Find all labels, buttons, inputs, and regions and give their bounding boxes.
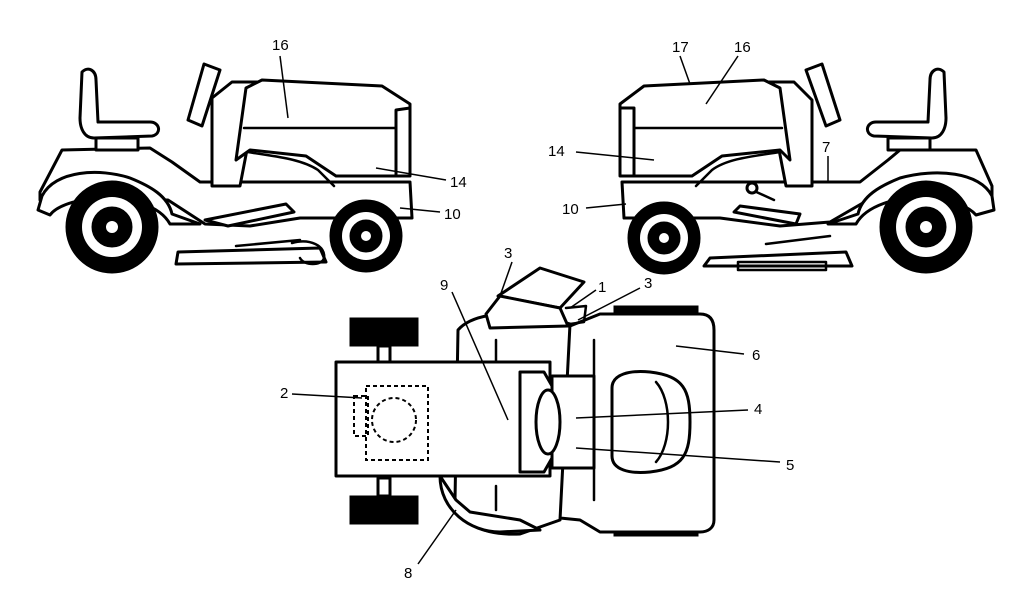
front-tires — [349, 317, 419, 525]
callout-9: 9 — [440, 277, 448, 294]
callout-1: 1 — [598, 279, 606, 296]
seat — [78, 67, 160, 152]
callout-3-chute: 3 — [504, 245, 512, 262]
callout-14-left: 14 — [450, 174, 467, 191]
front-wheel — [627, 201, 701, 275]
hood-top — [334, 360, 552, 478]
engine-outline — [365, 385, 429, 461]
mower-deck-edge — [438, 474, 542, 534]
steering-wheel — [804, 62, 842, 128]
discharge-chute — [484, 266, 588, 330]
mower-deck — [702, 234, 854, 272]
callout-17-right: 17 — [672, 39, 689, 56]
callout-6: 6 — [752, 347, 760, 364]
left-side-view: 16 14 10 — [36, 37, 467, 274]
callout-5: 5 — [786, 457, 794, 474]
callout-4: 4 — [754, 401, 762, 418]
callout-3-side: 3 — [644, 275, 652, 292]
mower-deck — [174, 238, 328, 266]
steering-wheel — [186, 62, 222, 128]
rear-wheel — [65, 180, 159, 274]
callout-14-right: 14 — [548, 143, 565, 160]
top-view: 3 1 3 9 6 2 4 5 8 — [280, 245, 794, 582]
callout-2: 2 — [280, 385, 288, 402]
callout-16-right: 16 — [734, 39, 751, 56]
callout-10-left: 10 — [444, 206, 461, 223]
callout-10-right: 10 — [562, 201, 579, 218]
rear-wheel — [879, 180, 973, 274]
front-wheel — [329, 199, 403, 273]
footrest — [203, 202, 296, 228]
callout-7-right: 7 — [822, 139, 830, 156]
right-side-view: 17 16 14 7 10 — [548, 39, 996, 275]
seat — [866, 67, 948, 152]
steering-wheel-top — [534, 388, 562, 456]
footrest — [732, 204, 802, 226]
callout-16-left: 16 — [272, 37, 289, 54]
seat-top — [610, 370, 692, 474]
callout-8: 8 — [404, 565, 412, 582]
